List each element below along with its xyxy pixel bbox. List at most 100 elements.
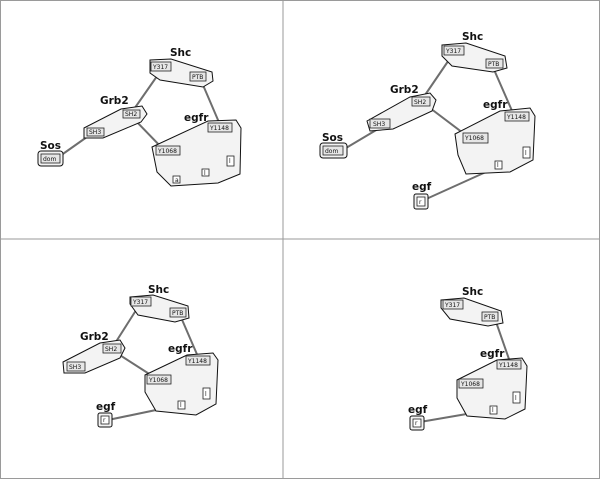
egfr-y1148-label: Y1148 xyxy=(498,362,518,369)
egfr-small-site-l xyxy=(201,168,210,177)
egfr-y1068-site xyxy=(155,145,181,156)
egf-r-label: r xyxy=(419,199,422,206)
grb2-name: Grb2 xyxy=(390,84,419,96)
shc-name: Shc xyxy=(170,47,191,59)
shc-y317-label: Y317 xyxy=(132,299,148,306)
grb2-sh3-label: SH3 xyxy=(69,364,81,371)
egfr-name: egfr xyxy=(480,348,505,360)
egf-r-site xyxy=(416,196,426,207)
sos-dom-label: dom xyxy=(325,148,338,155)
egf-name: egf xyxy=(408,404,428,416)
panel-top-left: Shc Y317 PTB Grb2 SH2 SH3 egfr Y1148 Y10… xyxy=(37,47,242,187)
egfr-name: egfr xyxy=(168,343,193,355)
sos-name: Sos xyxy=(40,140,61,152)
grb2-name: Grb2 xyxy=(80,331,109,343)
grb2-sh2-site xyxy=(411,96,431,107)
egfr-molecule xyxy=(144,352,219,416)
egfr-small-site-l xyxy=(494,160,503,170)
egfr-y1068-site xyxy=(146,374,172,385)
egf-r-site xyxy=(100,415,110,425)
egfr-y1068-label: Y1068 xyxy=(464,135,484,142)
egfr-small-site-l xyxy=(489,405,498,415)
egfr-side-site xyxy=(512,391,521,404)
egfr-y1148-label: Y1148 xyxy=(187,358,207,365)
egfr-name: egfr xyxy=(483,99,508,111)
bond-shc-ptb-egfr-y1148 xyxy=(491,64,514,114)
egfr-y1148-label: Y1148 xyxy=(506,114,526,121)
egfr-side-site xyxy=(202,387,211,400)
bond-shc-ptb-egfr-y1148 xyxy=(179,314,200,360)
egfr-side-site-label: l xyxy=(229,158,231,165)
egfr-y1148-site xyxy=(185,355,211,366)
egf-r-label: r xyxy=(415,420,418,427)
egfr-y1068-label: Y1068 xyxy=(148,377,168,384)
egfr-small-site-a-label: a xyxy=(175,177,179,184)
sos-dom-site xyxy=(40,153,61,164)
shc-ptb-label: PTB xyxy=(172,310,183,317)
egfr-molecule xyxy=(454,107,536,175)
grb2-name: Grb2 xyxy=(100,95,129,107)
shc-ptb-site xyxy=(485,58,504,69)
grb2-sh2-label: SH2 xyxy=(125,111,137,118)
egfr-small-site-l xyxy=(177,400,186,410)
shc-name: Shc xyxy=(462,31,483,43)
egfr-y1068-label: Y1068 xyxy=(460,381,480,388)
shc-y317-site xyxy=(443,45,465,56)
egfr-small-site-l-label: l xyxy=(180,402,182,409)
grb2-sh2-site xyxy=(122,109,141,119)
egfr-side-site-label: l xyxy=(525,150,527,157)
egfr-small-site-l-label: l xyxy=(492,407,494,414)
egfr-y1068-label: Y1068 xyxy=(157,148,177,155)
egfr-side-site-label: l xyxy=(515,395,517,402)
egfr-y1148-site xyxy=(496,359,522,370)
egfr-molecule xyxy=(151,119,242,187)
egf-r-label: r xyxy=(103,417,106,424)
egfr-side-site-label: l xyxy=(205,391,207,398)
egfr-y1068-site xyxy=(458,378,484,389)
grb2-sh3-site xyxy=(369,118,391,129)
egfr-small-site-a xyxy=(172,175,181,184)
shc-y317-site xyxy=(150,61,172,72)
shc-ptb-site xyxy=(481,311,499,322)
egfr-y1148-site xyxy=(504,111,530,122)
sos-name: Sos xyxy=(322,132,343,144)
egfr-y1068-site xyxy=(462,132,489,144)
bond-shc-ptb-egfr-y1148 xyxy=(494,318,511,363)
grb2-sh3-site xyxy=(86,127,105,137)
sos-dom-site xyxy=(322,145,344,156)
panel-bottom-right: Shc Y317 PTB egfr Y1148 Y1068 l l egf r xyxy=(408,286,528,431)
egfr-side-site xyxy=(522,146,531,159)
egf-name: egf xyxy=(96,401,116,413)
shc-y317-label: Y317 xyxy=(152,64,168,71)
grb2-sh2-label: SH2 xyxy=(105,346,117,353)
panel-top-right: Shc Y317 PTB Grb2 SH2 SH3 egfr Y1148 Y10… xyxy=(319,31,536,210)
shc-name: Shc xyxy=(462,286,483,298)
egfr-small-site-l-label: l xyxy=(497,162,499,169)
egfr-molecule xyxy=(456,357,528,420)
grb2-sh2-label: SH2 xyxy=(414,99,426,106)
sos-dom-label: dom xyxy=(43,156,56,163)
shc-ptb-site xyxy=(189,71,207,82)
shc-ptb-label: PTB xyxy=(488,61,499,68)
egfr-small-site-l-label: l xyxy=(204,170,206,177)
egf-r-site xyxy=(412,418,422,428)
shc-ptb-label: PTB xyxy=(484,314,495,321)
shc-name: Shc xyxy=(148,284,169,296)
shc-y317-site xyxy=(442,299,464,310)
shc-y317-site xyxy=(130,296,152,307)
shc-y317-label: Y317 xyxy=(445,48,461,55)
egfr-y1148-label: Y1148 xyxy=(209,125,229,132)
shc-ptb-site xyxy=(169,307,187,318)
egfr-name: egfr xyxy=(184,112,209,124)
egfr-side-site xyxy=(226,155,235,167)
egfr-y1148-site xyxy=(207,122,233,133)
grb2-sh3-label: SH3 xyxy=(89,129,101,136)
grb2-sh3-label: SH3 xyxy=(373,121,385,128)
shc-ptb-label: PTB xyxy=(192,74,203,81)
grb2-sh3-site xyxy=(66,361,86,372)
panel-bottom-left: Shc Y317 PTB Grb2 SH2 SH3 egfr Y1148 Y10… xyxy=(62,284,219,428)
shc-y317-label: Y317 xyxy=(444,302,460,309)
egf-name: egf xyxy=(412,181,432,193)
